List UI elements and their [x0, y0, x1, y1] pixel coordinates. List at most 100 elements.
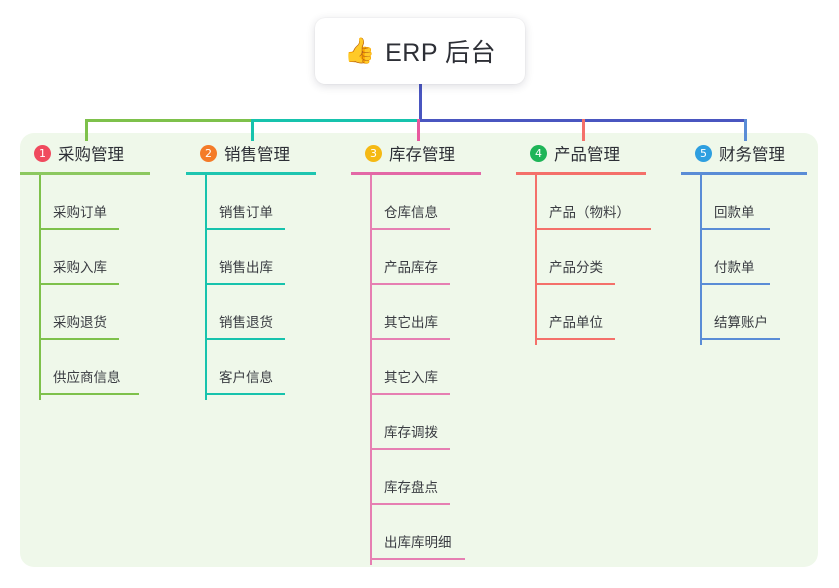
root-node-label: ERP 后台	[385, 39, 497, 67]
list-item-label: 销售出库	[219, 260, 273, 275]
list-item-label: 回款单	[714, 205, 755, 220]
list-item-label: 产品分类	[549, 260, 603, 275]
column-rule-purchase	[20, 172, 150, 175]
list-item[interactable]: 库存盘点	[351, 450, 516, 505]
spine-product	[535, 175, 537, 345]
list-item[interactable]: 产品库存	[351, 230, 516, 285]
column-product: 4 产品管理产品（物料） 产品分类产品单位	[516, 140, 681, 345]
list-item[interactable]: 产品单位	[516, 285, 681, 340]
list-item-rule	[39, 393, 139, 395]
thumbs-up-icon: 👍	[343, 36, 376, 65]
list-item-label: 销售订单	[219, 205, 273, 220]
sub-list-finance: 回款单付款单结算账户	[681, 175, 831, 345]
column-title-finance: 财务管理	[719, 146, 785, 164]
list-item[interactable]: 仓库信息	[351, 175, 516, 230]
column-finance: 5 财务管理回款单付款单结算账户	[681, 140, 831, 345]
list-item[interactable]: 销售订单	[186, 175, 351, 230]
list-item-rule	[370, 283, 450, 285]
list-item-rule	[700, 338, 780, 340]
list-item[interactable]: 出库库明细	[351, 505, 516, 560]
sub-list-purchase: 采购订单采购入库采购退货供应商信息	[20, 175, 185, 400]
list-item-label: 销售退货	[219, 315, 273, 330]
column-title-purchase: 采购管理	[58, 146, 124, 164]
column-title-inventory: 库存管理	[389, 146, 455, 164]
list-item[interactable]: 结算账户	[681, 285, 831, 340]
list-item-label: 结算账户	[714, 315, 768, 330]
spine-sales	[205, 175, 207, 400]
column-header-inventory[interactable]: 3 库存管理	[351, 140, 516, 166]
sub-list-product: 产品（物料） 产品分类产品单位	[516, 175, 681, 345]
column-title-sales: 销售管理	[224, 146, 290, 164]
list-item[interactable]: 回款单	[681, 175, 831, 230]
drop-purchase	[85, 119, 88, 141]
bus-green	[85, 119, 254, 122]
spine-finance	[700, 175, 702, 345]
list-item-rule	[39, 228, 119, 230]
list-item-rule	[370, 448, 450, 450]
sub-list-sales: 销售订单销售出库销售退货客户信息	[186, 175, 351, 400]
column-inventory: 3 库存管理仓库信息产品库存其它出库其它入库库存调拨库存盘点出库库明细	[351, 140, 516, 565]
list-item[interactable]: 产品（物料）	[516, 175, 681, 230]
list-item-label: 采购入库	[53, 260, 107, 275]
list-item-label: 采购订单	[53, 205, 107, 220]
list-item-label: 仓库信息	[384, 205, 438, 220]
list-item-rule	[39, 338, 119, 340]
badge-number-icon: 3	[365, 144, 382, 162]
column-title-product: 产品管理	[554, 146, 620, 164]
column-rule-finance	[681, 172, 807, 175]
list-item[interactable]: 采购订单	[20, 175, 185, 230]
list-item-label: 客户信息	[219, 370, 273, 385]
list-item-rule	[39, 283, 119, 285]
list-item-label: 库存盘点	[384, 480, 438, 495]
list-item-rule	[700, 228, 770, 230]
root-node[interactable]: 👍 ERP 后台	[315, 18, 525, 84]
list-item-rule	[205, 228, 285, 230]
list-item-label: 库存调拨	[384, 425, 438, 440]
list-item-rule	[700, 283, 770, 285]
drop-product	[582, 119, 585, 141]
drop-inventory	[417, 119, 420, 141]
list-item-rule	[370, 503, 450, 505]
badge-number-icon: 1	[34, 144, 51, 162]
column-rule-product	[516, 172, 646, 175]
list-item[interactable]: 销售出库	[186, 230, 351, 285]
column-purchase: 1 采购管理采购订单采购入库采购退货供应商信息	[20, 140, 185, 400]
list-item-label: 出库库明细	[384, 535, 452, 550]
list-item[interactable]: 客户信息	[186, 340, 351, 395]
badge-number-icon: 5	[695, 144, 712, 162]
sub-list-inventory: 仓库信息产品库存其它出库其它入库库存调拨库存盘点出库库明细	[351, 175, 516, 565]
list-item-rule	[370, 338, 450, 340]
column-header-finance[interactable]: 5 财务管理	[681, 140, 831, 166]
trunk-connector	[419, 84, 422, 121]
list-item[interactable]: 产品分类	[516, 230, 681, 285]
list-item[interactable]: 供应商信息	[20, 340, 185, 395]
list-item[interactable]: 库存调拨	[351, 395, 516, 450]
list-item[interactable]: 付款单	[681, 230, 831, 285]
list-item[interactable]: 销售退货	[186, 285, 351, 340]
bus-teal	[253, 119, 420, 122]
column-header-purchase[interactable]: 1 采购管理	[20, 140, 185, 166]
list-item-rule	[535, 283, 615, 285]
list-item-label: 产品单位	[549, 315, 603, 330]
list-item[interactable]: 其它出库	[351, 285, 516, 340]
list-item-rule	[535, 228, 651, 230]
spine-inventory	[370, 175, 372, 565]
column-rule-sales	[186, 172, 316, 175]
list-item[interactable]: 采购退货	[20, 285, 185, 340]
drop-finance	[744, 119, 747, 141]
column-rule-inventory	[351, 172, 481, 175]
list-item-label: 产品（物料）	[549, 205, 630, 220]
list-item[interactable]: 采购入库	[20, 230, 185, 285]
list-item-rule	[205, 283, 285, 285]
list-item-label: 其它出库	[384, 315, 438, 330]
list-item[interactable]: 其它入库	[351, 340, 516, 395]
list-item-label: 供应商信息	[53, 370, 121, 385]
badge-number-icon: 4	[530, 144, 547, 162]
list-item-rule	[535, 338, 615, 340]
spine-purchase	[39, 175, 41, 400]
column-header-product[interactable]: 4 产品管理	[516, 140, 681, 166]
list-item-rule	[370, 393, 450, 395]
